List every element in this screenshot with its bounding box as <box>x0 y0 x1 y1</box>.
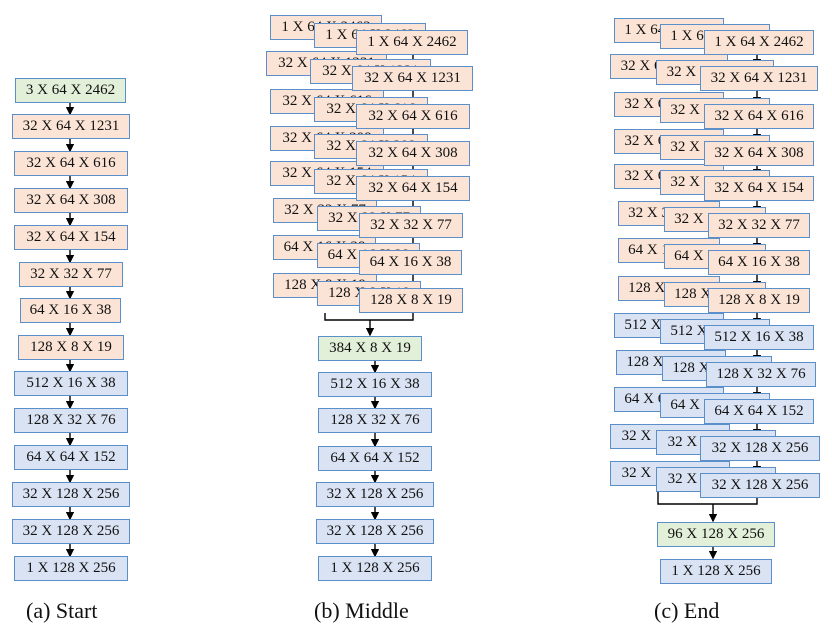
end-decoder-box: 128 X 32 X 76 <box>706 362 816 387</box>
end-decoder-box: 512 X 16 X 38 <box>704 325 814 350</box>
middle-decoder-box: 64 X 64 X 152 <box>318 446 432 471</box>
end-concat-box: 96 X 128 X 256 <box>657 522 775 547</box>
middle-encoder-box: 64 X 16 X 38 <box>359 250 462 275</box>
middle-encoder-box: 1 X 64 X 2462 <box>356 30 468 55</box>
end-encoder-box: 32 X 64 X 308 <box>704 141 814 166</box>
middle-encoder-box: 32 X 64 X 616 <box>356 104 470 129</box>
start-encoder-box: 32 X 64 X 308 <box>14 188 128 213</box>
middle-decoder-box: 512 X 16 X 38 <box>318 372 432 397</box>
end-decoder-box: 64 X 64 X 152 <box>704 399 814 424</box>
middle-encoder-box: 32 X 32 X 77 <box>359 213 463 238</box>
start-decoder-box: 64 X 64 X 152 <box>14 445 128 470</box>
middle-concat-bracket <box>324 313 414 321</box>
start-decoder-box: 512 X 16 X 38 <box>14 371 128 396</box>
middle-decoder-box: 1 X 128 X 256 <box>318 556 432 581</box>
start-decoder-box: 1 X 128 X 256 <box>14 556 128 581</box>
start-decoder-box: 32 X 128 X 256 <box>12 482 130 507</box>
middle-decoder-box: 128 X 32 X 76 <box>318 408 432 433</box>
end-decoder-box: 32 X 128 X 256 <box>700 436 820 461</box>
start-encoder-box: 3 X 64 X 2462 <box>15 78 126 103</box>
middle-encoder-box: 32 X 64 X 308 <box>356 141 470 166</box>
end-decoder-box: 32 X 128 X 256 <box>700 473 820 498</box>
middle-decoder-box: 32 X 128 X 256 <box>316 519 434 544</box>
middle-encoder-box: 32 X 64 X 154 <box>356 176 470 201</box>
caption-middle: (b) Middle <box>314 598 409 623</box>
middle-concat-box: 384 X 8 X 19 <box>318 336 422 361</box>
start-encoder-box: 32 X 32 X 77 <box>19 262 123 287</box>
end-encoder-box: 128 X 8 X 19 <box>708 288 810 313</box>
start-encoder-box: 32 X 64 X 154 <box>14 225 128 250</box>
start-decoder-box: 32 X 128 X 256 <box>12 519 130 544</box>
start-decoder-box: 128 X 32 X 76 <box>14 408 128 433</box>
middle-decoder-box: 32 X 128 X 256 <box>316 482 434 507</box>
end-encoder-box: 32 X 64 X 154 <box>704 176 814 201</box>
end-encoder-box: 64 X 16 X 38 <box>708 250 810 275</box>
start-encoder-box: 128 X 8 X 19 <box>18 335 124 360</box>
end-encoder-box: 32 X 32 X 77 <box>708 213 810 238</box>
caption-start: (a) Start <box>26 598 98 623</box>
caption-end: (c) End <box>654 598 720 623</box>
end-encoder-box: 1 X 64 X 2462 <box>704 30 814 55</box>
middle-encoder-box: 32 X 64 X 1231 <box>352 66 473 91</box>
end-output-box: 1 X 128 X 256 <box>660 559 772 584</box>
end-encoder-box: 32 X 64 X 616 <box>704 104 814 129</box>
end-concat-bracket <box>657 492 758 505</box>
start-encoder-box: 32 X 64 X 1231 <box>12 114 130 139</box>
start-encoder-box: 64 X 16 X 38 <box>20 298 121 323</box>
start-encoder-box: 32 X 64 X 616 <box>14 151 128 176</box>
end-encoder-box: 32 X 64 X 1231 <box>700 66 818 91</box>
middle-encoder-box: 128 X 8 X 19 <box>359 288 463 313</box>
